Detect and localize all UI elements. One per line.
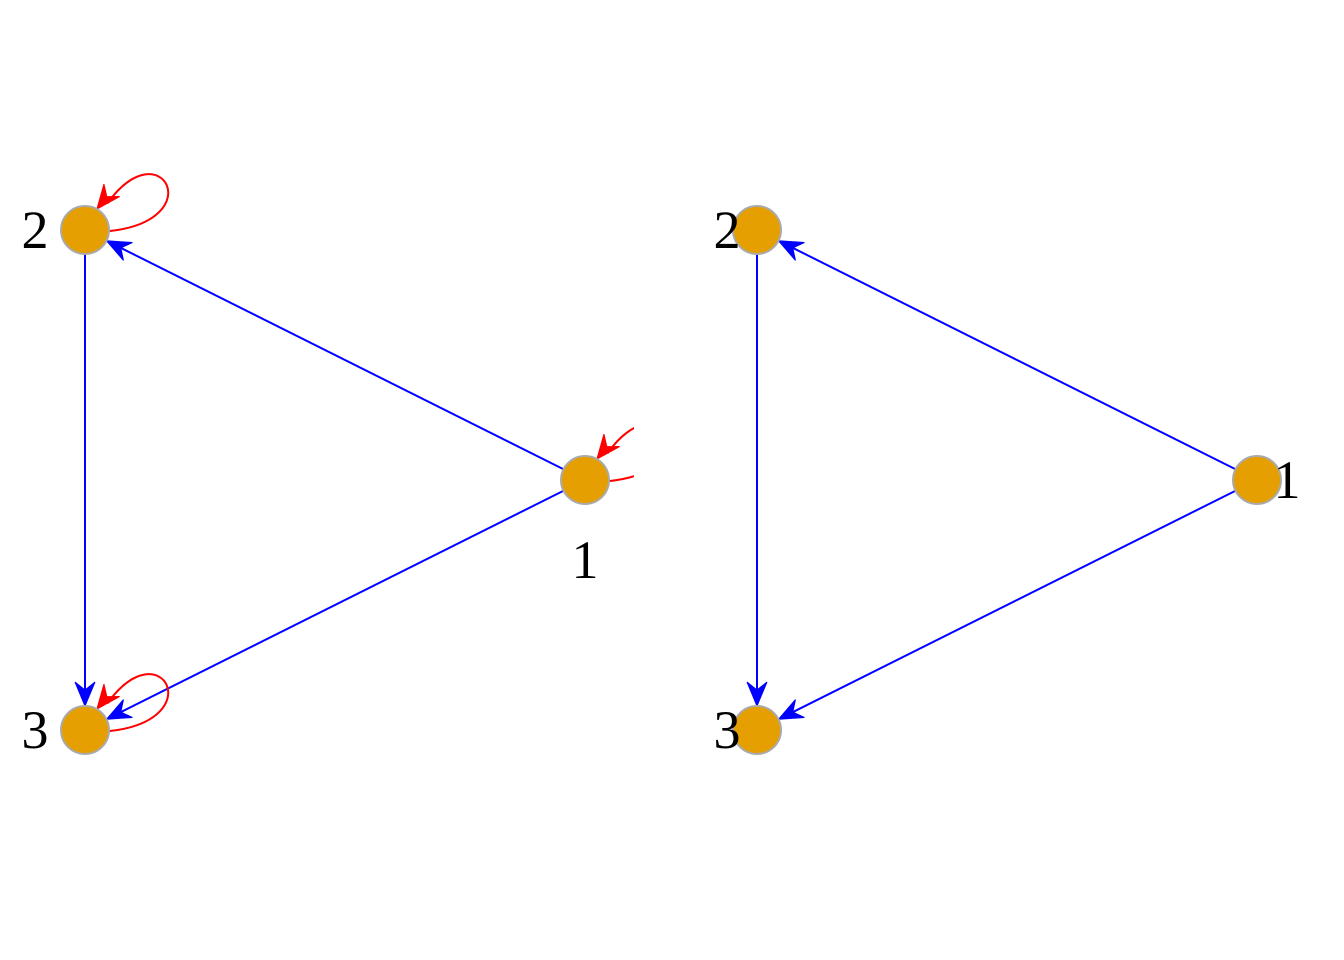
node-3 bbox=[60, 705, 110, 755]
left-graph: 1 2 3 bbox=[22, 173, 634, 760]
node-label-2: 2 bbox=[714, 200, 741, 260]
node-label-3: 3 bbox=[714, 700, 741, 760]
self-loop-1 bbox=[606, 427, 634, 483]
node-label-1: 1 bbox=[572, 530, 599, 590]
self-loop-3 bbox=[106, 673, 170, 733]
right-graph: 1 2 3 bbox=[714, 200, 1301, 760]
edge-1-2 bbox=[114, 244, 564, 471]
self-loop-2 bbox=[106, 173, 170, 233]
node-label-2: 2 bbox=[22, 200, 49, 260]
node-1 bbox=[560, 455, 610, 505]
node-3 bbox=[732, 705, 782, 755]
self-loop-arrow-2 bbox=[96, 183, 120, 211]
edge-arrow-1-2 bbox=[105, 240, 133, 261]
node-2 bbox=[60, 205, 110, 255]
edge-arrow-1-3 bbox=[105, 699, 133, 720]
edge-1-2 bbox=[786, 244, 1236, 471]
self-loop-arrow-1 bbox=[596, 433, 620, 461]
node-label-1: 1 bbox=[1274, 450, 1301, 510]
self-loop-arrow-3 bbox=[96, 683, 120, 711]
node-1 bbox=[1232, 455, 1282, 505]
edge-arrow-2-3 bbox=[746, 681, 768, 708]
edge-arrow-2-3 bbox=[74, 681, 96, 708]
edge-arrow-1-3 bbox=[777, 699, 805, 720]
node-label-3: 3 bbox=[22, 700, 49, 760]
edge-1-3 bbox=[114, 489, 564, 716]
node-2 bbox=[732, 205, 782, 255]
edge-arrow-1-2 bbox=[777, 240, 805, 261]
edge-1-3 bbox=[786, 489, 1236, 716]
